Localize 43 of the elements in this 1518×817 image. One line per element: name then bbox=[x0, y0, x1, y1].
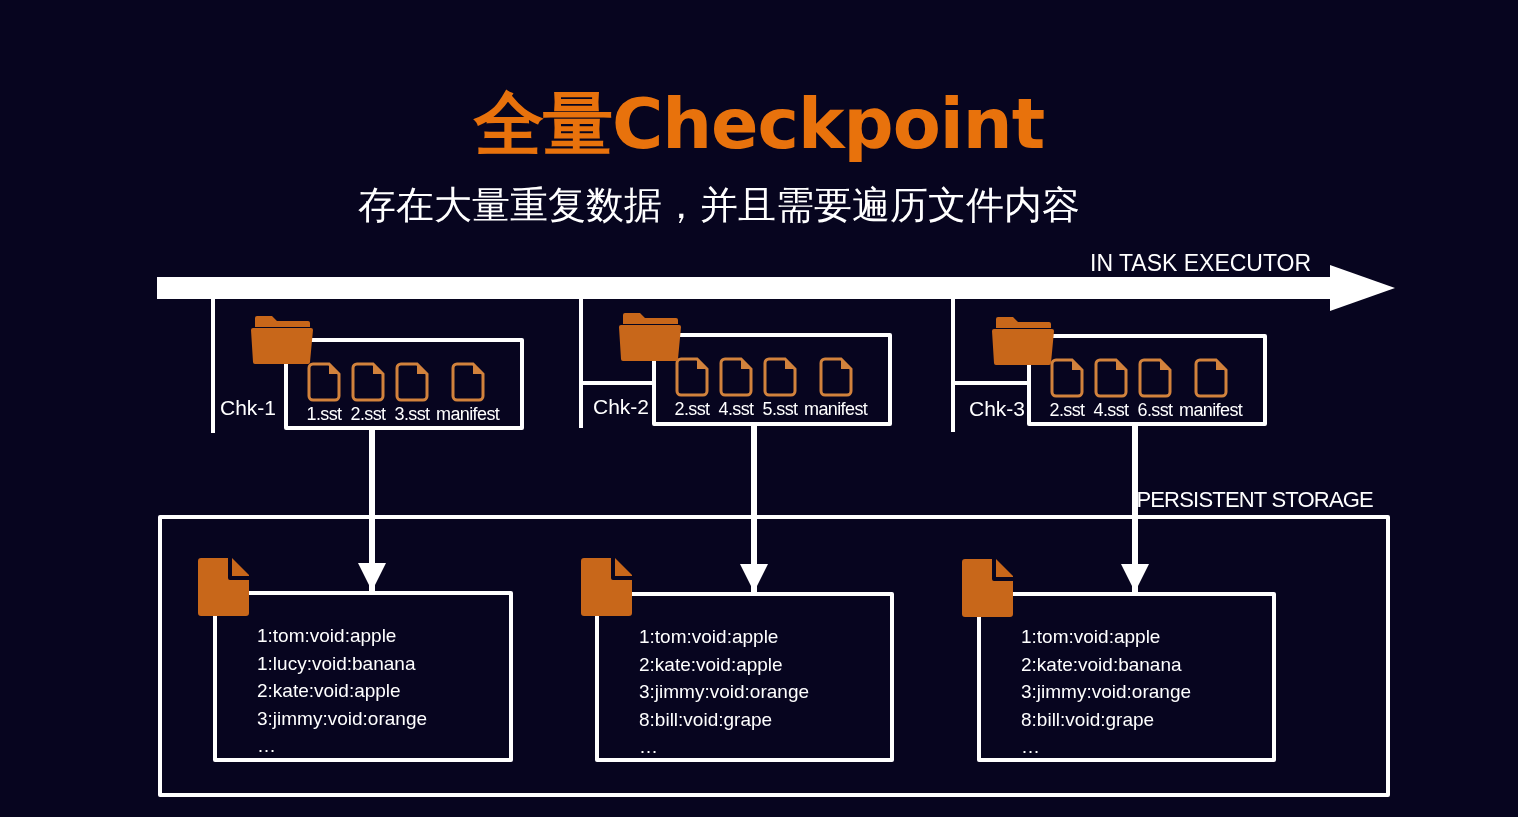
checkpoint-label: Chk-2 bbox=[593, 395, 650, 419]
file-name: 6.sst bbox=[1137, 400, 1173, 421]
file-content-box bbox=[977, 592, 1276, 762]
file-name: manifest bbox=[804, 399, 868, 420]
file-content-box bbox=[595, 592, 894, 762]
record-line: 1:tom:void:apple bbox=[639, 625, 780, 649]
record-line: … bbox=[257, 734, 277, 758]
arrow bbox=[358, 430, 386, 591]
file-name: 2.sst bbox=[674, 399, 710, 420]
file-name: 4.sst bbox=[718, 399, 754, 420]
record-line: 2:kate:void:apple bbox=[257, 679, 402, 703]
record-line: 3:jimmy:void:orange bbox=[257, 706, 429, 731]
file-name: manifest bbox=[1179, 400, 1243, 421]
record-line: 2:kate:void:apple bbox=[639, 652, 784, 677]
timeline-label: IN TASK EXECUTOR bbox=[1090, 250, 1312, 277]
record-line: 1:lucy:void:banana bbox=[257, 651, 417, 676]
record-line: 3:jimmy:void:orange bbox=[639, 680, 811, 704]
checkpoint-box bbox=[1027, 334, 1267, 426]
arrow bbox=[740, 426, 768, 592]
arrow bbox=[1121, 426, 1149, 592]
record-line: 8:bill:void:grape bbox=[639, 707, 774, 732]
record-line: … bbox=[639, 735, 659, 759]
record-line: 3:jimmy:void:orange bbox=[1021, 680, 1193, 704]
record-line: 2:kate:void:banana bbox=[1021, 652, 1183, 677]
file-name: manifest bbox=[436, 404, 500, 425]
file-name: 4.sst bbox=[1093, 400, 1129, 421]
checkpoint-box bbox=[652, 333, 892, 426]
checkpoint-label: Chk-3 bbox=[969, 397, 1026, 421]
storage-heading: PERSISTENT STORAGE bbox=[1136, 487, 1373, 513]
title: 全量Checkpoint bbox=[472, 82, 1046, 167]
checkpoint-box bbox=[284, 338, 524, 430]
checkpoint-label: Chk-1 bbox=[220, 396, 277, 420]
file-content-box bbox=[213, 591, 513, 762]
file-name: 3.sst bbox=[394, 404, 430, 425]
subtitle: 存在大量重复数据，并且需要遍历文件内容 bbox=[358, 182, 1080, 229]
file-name: 2.sst bbox=[1049, 400, 1085, 421]
file-name: 1.sst bbox=[306, 404, 342, 425]
file-name: 5.sst bbox=[762, 399, 798, 420]
record-line: 1:tom:void:apple bbox=[257, 624, 398, 648]
record-line: 1:tom:void:apple bbox=[1021, 625, 1162, 649]
record-line: … bbox=[1021, 735, 1041, 759]
record-line: 8:bill:void:grape bbox=[1021, 707, 1156, 732]
file-name: 2.sst bbox=[350, 404, 386, 425]
